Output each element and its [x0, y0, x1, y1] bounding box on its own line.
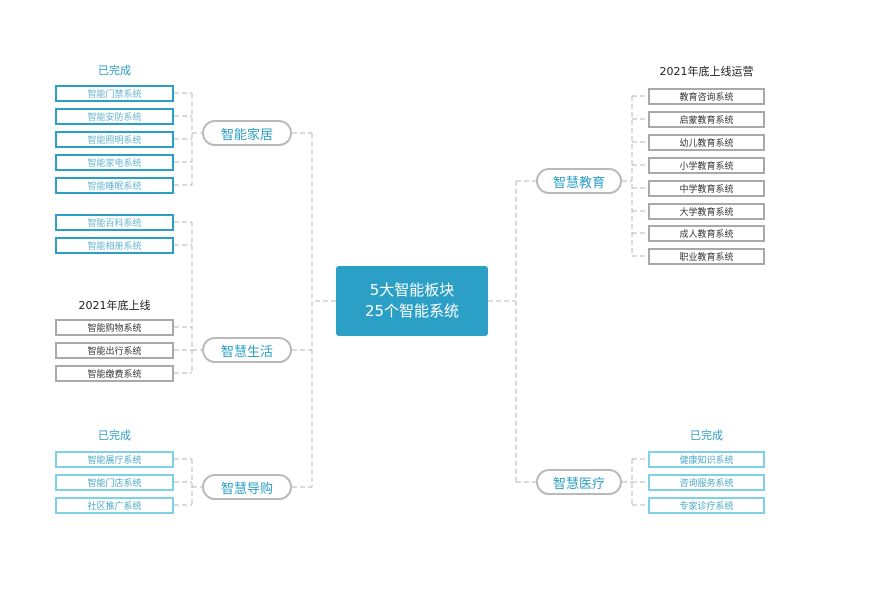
system-item: 成人教育系统 — [648, 225, 765, 242]
center-line-1: 5大智能板块 — [369, 281, 455, 299]
system-item: 咨询服务系统 — [648, 474, 765, 491]
system-item: 智能门禁系统 — [55, 85, 174, 102]
system-item: 职业教育系统 — [648, 248, 765, 265]
bracket-education — [622, 96, 633, 256]
ticks-shopping — [174, 458, 192, 506]
system-item: 专家诊疗系统 — [648, 497, 765, 514]
status-shopping: 已完成 — [98, 429, 131, 442]
system-item: 小学教育系统 — [648, 157, 765, 174]
ticks-home — [174, 92, 192, 186]
category-smart-education: 智慧教育 — [536, 168, 622, 194]
status-medical: 已完成 — [690, 429, 723, 442]
system-item: 智能照明系统 — [55, 131, 174, 148]
system-item: 中学教育系统 — [648, 180, 765, 197]
system-item: 智能缴费系统 — [55, 365, 174, 382]
system-item: 智能百科系统 — [55, 214, 174, 231]
system-item: 健康知识系统 — [648, 451, 765, 468]
system-item: 社区推广系统 — [55, 497, 174, 514]
system-item: 智能购物系统 — [55, 319, 174, 336]
system-item: 智能安防系统 — [55, 108, 174, 125]
center-node: 5大智能板块 25个智能系统 — [336, 266, 488, 336]
system-item: 智能相册系统 — [55, 237, 174, 254]
bracket-medical — [622, 459, 633, 505]
ticks-education — [632, 95, 648, 257]
status-life: 2021年底上线 — [78, 299, 151, 312]
ticks-medical — [632, 458, 648, 506]
system-item: 智能家电系统 — [55, 154, 174, 171]
status-education: 2021年底上线运营 — [659, 65, 754, 78]
system-item: 智能睡眠系统 — [55, 177, 174, 194]
system-item: 教育咨询系统 — [648, 88, 765, 105]
category-smart-home: 智能家居 — [202, 120, 292, 146]
bracket-home — [191, 93, 202, 185]
ticks-life — [174, 221, 192, 374]
category-smart-life: 智慧生活 — [202, 337, 292, 363]
category-smart-shopping: 智慧导购 — [202, 474, 292, 500]
system-item: 幼儿教育系统 — [648, 134, 765, 151]
category-smart-medical: 智慧医疗 — [536, 469, 622, 495]
bracket-shopping — [191, 459, 202, 505]
system-item: 大学教育系统 — [648, 203, 765, 220]
status-home: 已完成 — [98, 64, 131, 77]
system-item: 智能出行系统 — [55, 342, 174, 359]
system-item: 智能门店系统 — [55, 474, 174, 491]
bracket-life — [191, 222, 202, 373]
system-item: 智能展厅系统 — [55, 451, 174, 468]
system-item: 启蒙教育系统 — [648, 111, 765, 128]
center-line-2: 25个智能系统 — [364, 302, 460, 320]
